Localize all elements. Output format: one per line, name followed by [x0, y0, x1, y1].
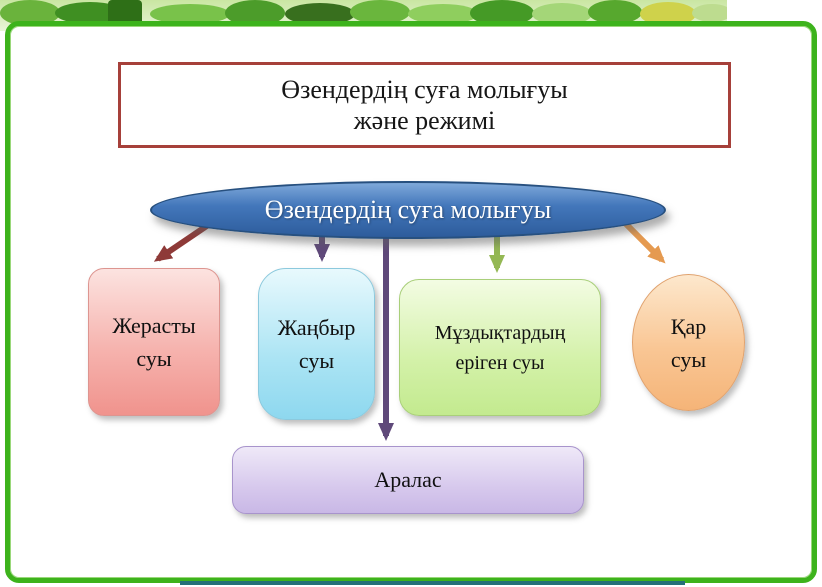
node-label-line: еріген суы	[455, 351, 545, 374]
node-zhanbyr-suy: Жаңбыр суы	[258, 268, 375, 420]
leaf-blob	[692, 4, 732, 22]
node-label-line: Мұздықтардың	[434, 321, 566, 344]
node-label-line: суы	[136, 346, 172, 371]
node-aralas: Аралас	[232, 446, 584, 514]
node-label-line: Жерасты	[112, 313, 196, 338]
node-muzdyq-suy: Мұздықтардың еріген суы	[399, 279, 601, 416]
node-label-line: суы	[670, 346, 707, 372]
leaf-blob	[55, 2, 125, 24]
leaf-blob	[350, 0, 410, 24]
node-label-line: Жаңбыр	[277, 315, 356, 340]
title-line-1: Өзендердің суға молығуы	[281, 74, 568, 104]
leaf-blob	[588, 0, 642, 24]
node-qar-suy: Қар суы	[632, 274, 745, 411]
leaf-blob	[285, 3, 355, 25]
title-box: Өзендердің суға молығуы және режимі	[118, 62, 731, 148]
node-zherasty-suy: Жерасты суы	[88, 268, 220, 416]
title-line-2: және режимі	[353, 106, 496, 135]
leaf-blob	[150, 4, 230, 24]
root-node-ellipse: Өзендердің суға молығуы	[150, 181, 666, 239]
leaf-blob	[408, 4, 478, 24]
bottom-edge-line	[180, 581, 685, 585]
node-label-line: Қар	[670, 313, 707, 339]
leaf-blob	[532, 3, 592, 25]
node-label: Аралас	[374, 467, 442, 492]
root-node-label: Өзендердің суға молығуы	[264, 195, 552, 224]
node-label-line: суы	[298, 348, 335, 373]
